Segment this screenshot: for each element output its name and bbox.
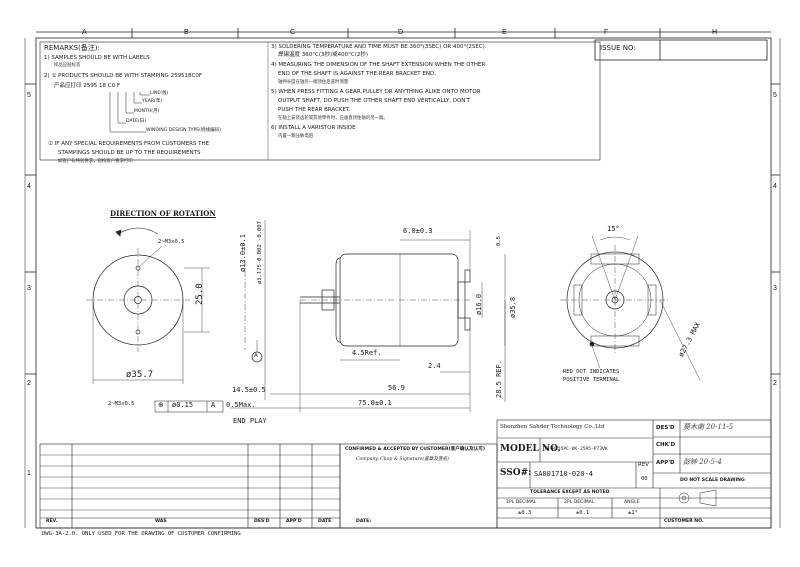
- sso-label: SSO#:: [500, 468, 532, 478]
- datum-a: A: [254, 353, 258, 359]
- grid-row-5-right: 5: [773, 92, 777, 99]
- confirm-line-2: Company, Chop & Signature(盖章及签名): [356, 457, 449, 462]
- sso-value: SA001710-020-4: [534, 470, 594, 478]
- dim-24: 2.4: [428, 362, 441, 370]
- remark-4: 4) MEASURING THE DIMENSION OF THE SHAFT …: [271, 62, 486, 68]
- grid-row-5: 5: [27, 92, 31, 99]
- tol-header-2: 2PL DECIMAL: [564, 500, 595, 505]
- end-play: END PLAY: [233, 417, 267, 425]
- tol-value-1: ±0.3: [518, 510, 532, 516]
- remark-2: 2) ① PRODUCTS SHOULD BE WITH STAMPING 25…: [44, 73, 203, 79]
- remark-3: 3) SOLDERING TEMPERATURE AND TIME MUST B…: [271, 44, 487, 50]
- grid-row-3: 3: [27, 285, 31, 292]
- model-value: TB-R355PC-VK-2595-P73VK: [544, 447, 608, 452]
- stamp-month: MONTH(月): [134, 109, 160, 114]
- grid-col-e: E: [502, 29, 507, 36]
- remark-5b: OUTPUT SHAFT, DO PUSH THE OTHER SHAFT EN…: [278, 98, 471, 104]
- direction-title: DIRECTION OF ROTATION: [110, 209, 216, 218]
- appd-label: APP'D: [656, 460, 675, 466]
- dim-145: 14.5±0.5: [232, 386, 266, 394]
- was-header: WAS: [155, 519, 167, 524]
- customer-no: CUSTOMER NO.: [664, 519, 704, 524]
- desd-header: DES'D: [254, 519, 270, 524]
- dim-569: 56.9: [388, 384, 405, 392]
- date-header: DATE: [318, 519, 332, 524]
- grid-row-3-right: 3: [773, 285, 777, 292]
- rear-angle: 15°: [607, 225, 620, 233]
- footer-note: DWG-3A-2.0. ONLY USED FOR THE DRAWING OF…: [42, 531, 241, 537]
- remarks-title: REMARKS(备注):: [44, 44, 100, 52]
- desd-sign: 莫木南 20-11-5: [683, 423, 734, 431]
- remark-4b: END OF THE SHAFT IS AGAINST THE REAR BRA…: [278, 71, 436, 77]
- remark-2-special-2: STAMPINGS SHOULD BE UP TO THE REQUIREMEN…: [58, 150, 201, 156]
- grid-row-2-right: 2: [773, 380, 777, 387]
- grid-col-f: F: [604, 29, 609, 36]
- confirm-line-1: CONFIRMED & ACCEPTED BY CUSTOMER(客户确认及认可…: [345, 447, 485, 452]
- remark-2-special-cn: 如客户有特别要求，则按客户要求打印: [58, 159, 133, 164]
- rev-value: 00: [641, 476, 648, 482]
- grid-col-d: D: [398, 29, 404, 36]
- rev-label: REV: [638, 462, 650, 468]
- dim-6: 6.0±0.3: [403, 227, 433, 235]
- tol-datum: A: [211, 401, 216, 409]
- red-dot-label: RED DOT INDICATES: [563, 369, 620, 375]
- remark-2-special: ② IF ANY SPECIAL REQUIREMENTS FROM CUSTO…: [48, 141, 210, 147]
- chkd-label: CHK'D: [656, 442, 676, 448]
- tol-header-1: 1PL DECIMAL: [506, 500, 537, 505]
- grid-row-4-right: 4: [773, 183, 777, 190]
- remark-1: 1) SAMPLES SHOULD BE WITH LABELS: [44, 55, 150, 61]
- remark-6-cn: 内置一颗压敏电阻: [278, 134, 314, 139]
- tol-symbol: ⊕: [158, 401, 164, 409]
- stamp-line: LINE(线): [150, 91, 169, 96]
- remark-1-cn: 样品应贴标签: [54, 63, 81, 68]
- dim-45: 4.5Ref.: [352, 349, 382, 357]
- positive-terminal-label: POSITIVE TERMINAL: [563, 377, 620, 383]
- tol-value: ø0.15: [172, 401, 194, 409]
- stamp-date: DATE(日): [126, 119, 147, 124]
- model-label: MODEL NO.: [500, 444, 561, 454]
- tol-header-3: ANGLE: [624, 500, 640, 505]
- stamp-year: YEAR(年): [142, 99, 163, 104]
- do-not-scale: DO NOT SCALE DRAWING: [680, 478, 745, 483]
- remark-6: 6) INSTALL A VARISTOR INSIDE: [271, 125, 356, 131]
- remark-5: 5) WHEN PRESS FITTING A GEAR,PULLEY OR A…: [271, 89, 481, 95]
- grid-row-1: 1: [27, 470, 31, 477]
- issue-no-label: ISSUE NO:: [600, 44, 636, 52]
- grid-col-c: C: [290, 29, 296, 36]
- remark-5c: PUSH THE REAR BRACKET.: [278, 107, 351, 113]
- appd-sign: 彭钟 20-5-4: [683, 458, 722, 466]
- remark-5-cn: 在轴上安装齿轮或其他零件时，应垂直顶住轴的另一端。: [278, 116, 388, 121]
- appd-header: APP'D: [286, 519, 302, 524]
- dim-75: 75.0±0.1: [358, 399, 392, 407]
- grid-col-b: B: [184, 29, 189, 36]
- tol-value-3: ±1°: [628, 510, 638, 516]
- stamp-winding: WINDING DESIGN TYPE(绕线编码): [146, 128, 222, 133]
- company-name: Shenzhen Sahder Technology Co.,Ltd: [500, 424, 605, 430]
- front-dia-label: ø35.7: [126, 370, 154, 380]
- grid-row-2: 2: [27, 380, 31, 387]
- grid-col-a: A: [82, 29, 87, 36]
- remark-3-cn: 焊锡温度 360°C(3秒)或400°C(2秒): [278, 52, 369, 58]
- tol-value-2: ±0.1: [576, 510, 590, 516]
- remark-4-cn: 轴伸长度在轴另一端顶住后盖时测量: [278, 80, 349, 85]
- tolerance-title: TOLERANCE EXCEPT AS NOTED: [530, 490, 610, 495]
- dim-05max: 0.5Max.: [226, 401, 256, 409]
- grid-row-4: 4: [27, 183, 31, 190]
- rev-header: REV.: [46, 519, 58, 524]
- remark-2-cn: 产品应打印 2595 18 C0 F: [54, 83, 120, 89]
- desd-label: DES'D: [656, 425, 675, 431]
- front-holes-label: 2~M3x0.5: [158, 239, 185, 245]
- grid-col-h: H: [712, 29, 718, 36]
- callout-m3: 2~M3x0.5: [108, 401, 135, 407]
- date-label: DATE:: [356, 519, 372, 524]
